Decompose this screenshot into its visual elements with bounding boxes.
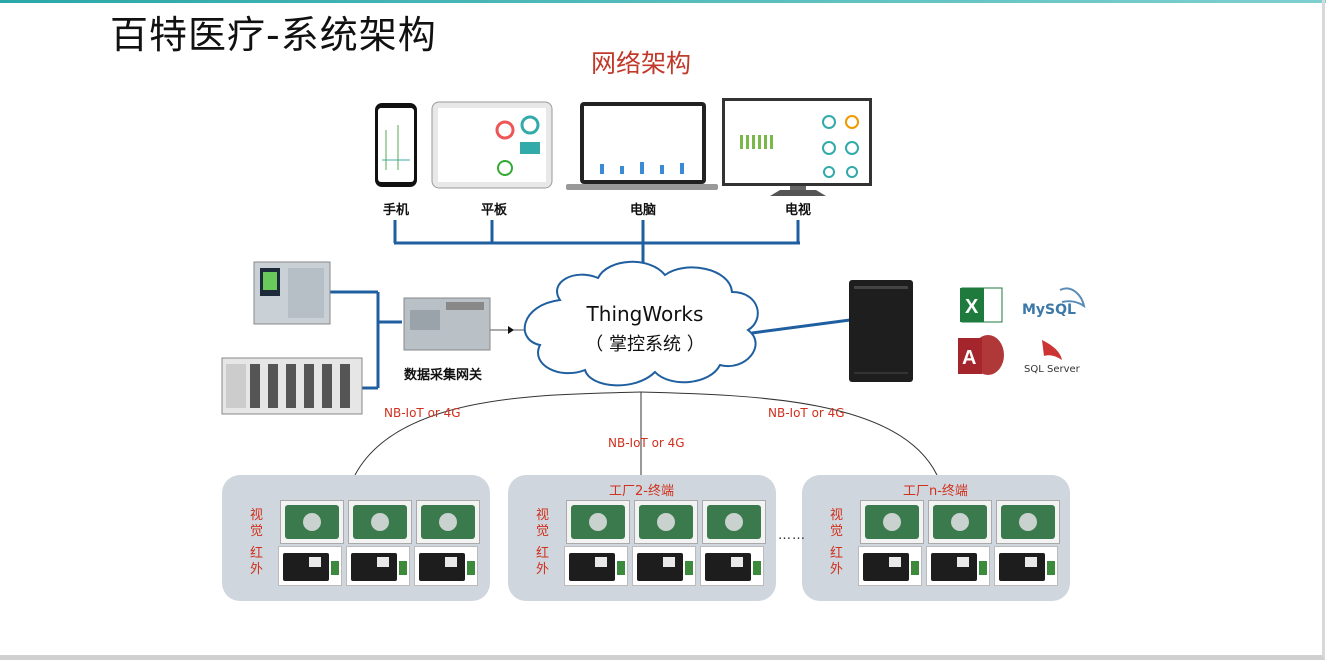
svg-text:A: A xyxy=(962,347,976,369)
infrared-module xyxy=(346,546,410,586)
vision-module xyxy=(702,500,766,544)
mysql-label: MySQL xyxy=(1022,302,1076,318)
gateway-device xyxy=(403,297,491,351)
vision-module xyxy=(348,500,412,544)
panel-n-vision-label: 视觉 xyxy=(830,508,844,539)
phone-device xyxy=(375,103,417,187)
section-subtitle: 网络架构 xyxy=(590,49,691,78)
svg-text:X: X xyxy=(965,296,979,318)
panel-n-title: 工厂n-终端 xyxy=(903,484,968,499)
phone-label: 手机 xyxy=(383,203,410,218)
tv-label: 电视 xyxy=(785,203,812,218)
panel-1-infrared-label: 红外 xyxy=(250,546,264,577)
gateway-label: 数据采集网关 xyxy=(404,368,483,383)
link-label-center: NB-IoT or 4G xyxy=(608,436,685,450)
vision-module xyxy=(416,500,480,544)
panel-1-vision-label: 视觉 xyxy=(250,508,264,539)
mysql-icon xyxy=(1059,287,1086,309)
cloud-shape xyxy=(523,260,759,387)
display-terminal xyxy=(849,280,913,382)
plc-controller-2 xyxy=(221,357,363,415)
link-label-right: NB-IoT or 4G xyxy=(768,406,845,420)
cloud-title: ThingWorks xyxy=(586,302,704,326)
tablet-label: 平板 xyxy=(481,203,508,218)
top-accent-bar xyxy=(0,0,1326,3)
excel-icon: X xyxy=(960,287,1003,323)
vision-module xyxy=(634,500,698,544)
sqlserver-label: SQL Server xyxy=(1024,364,1080,375)
panel-2-title: 工厂2-终端 xyxy=(609,484,674,499)
infrared-module xyxy=(278,546,342,586)
infrared-module xyxy=(858,546,922,586)
cloud-subtitle: （ 掌控系统 ） xyxy=(585,334,705,355)
laptop-device xyxy=(566,102,718,190)
tablet-device xyxy=(431,101,553,189)
sqlserver-icon xyxy=(1042,340,1062,360)
vision-module xyxy=(280,500,344,544)
infrared-module xyxy=(926,546,990,586)
panel-n-infrared-label: 红外 xyxy=(830,546,844,577)
infrared-module xyxy=(414,546,478,586)
panel-2-vision-label: 视觉 xyxy=(536,508,550,539)
vision-module xyxy=(996,500,1060,544)
link-label-left: NB-IoT or 4G xyxy=(384,406,461,420)
infrared-module xyxy=(564,546,628,586)
plc-controller-1 xyxy=(253,261,331,325)
vision-module xyxy=(566,500,630,544)
tv-device xyxy=(722,98,872,196)
computer-label: 电脑 xyxy=(630,203,657,218)
client-bus-lines xyxy=(330,220,851,390)
access-icon: A xyxy=(958,335,1004,375)
infrared-module xyxy=(700,546,764,586)
ellipsis: …… xyxy=(778,528,806,543)
infrared-module xyxy=(994,546,1058,586)
panel-2-infrared-label: 红外 xyxy=(536,546,550,577)
vision-module xyxy=(928,500,992,544)
vision-module xyxy=(860,500,924,544)
page-title: 百特医疗-系统架构 xyxy=(110,13,437,57)
infrared-module xyxy=(632,546,696,586)
